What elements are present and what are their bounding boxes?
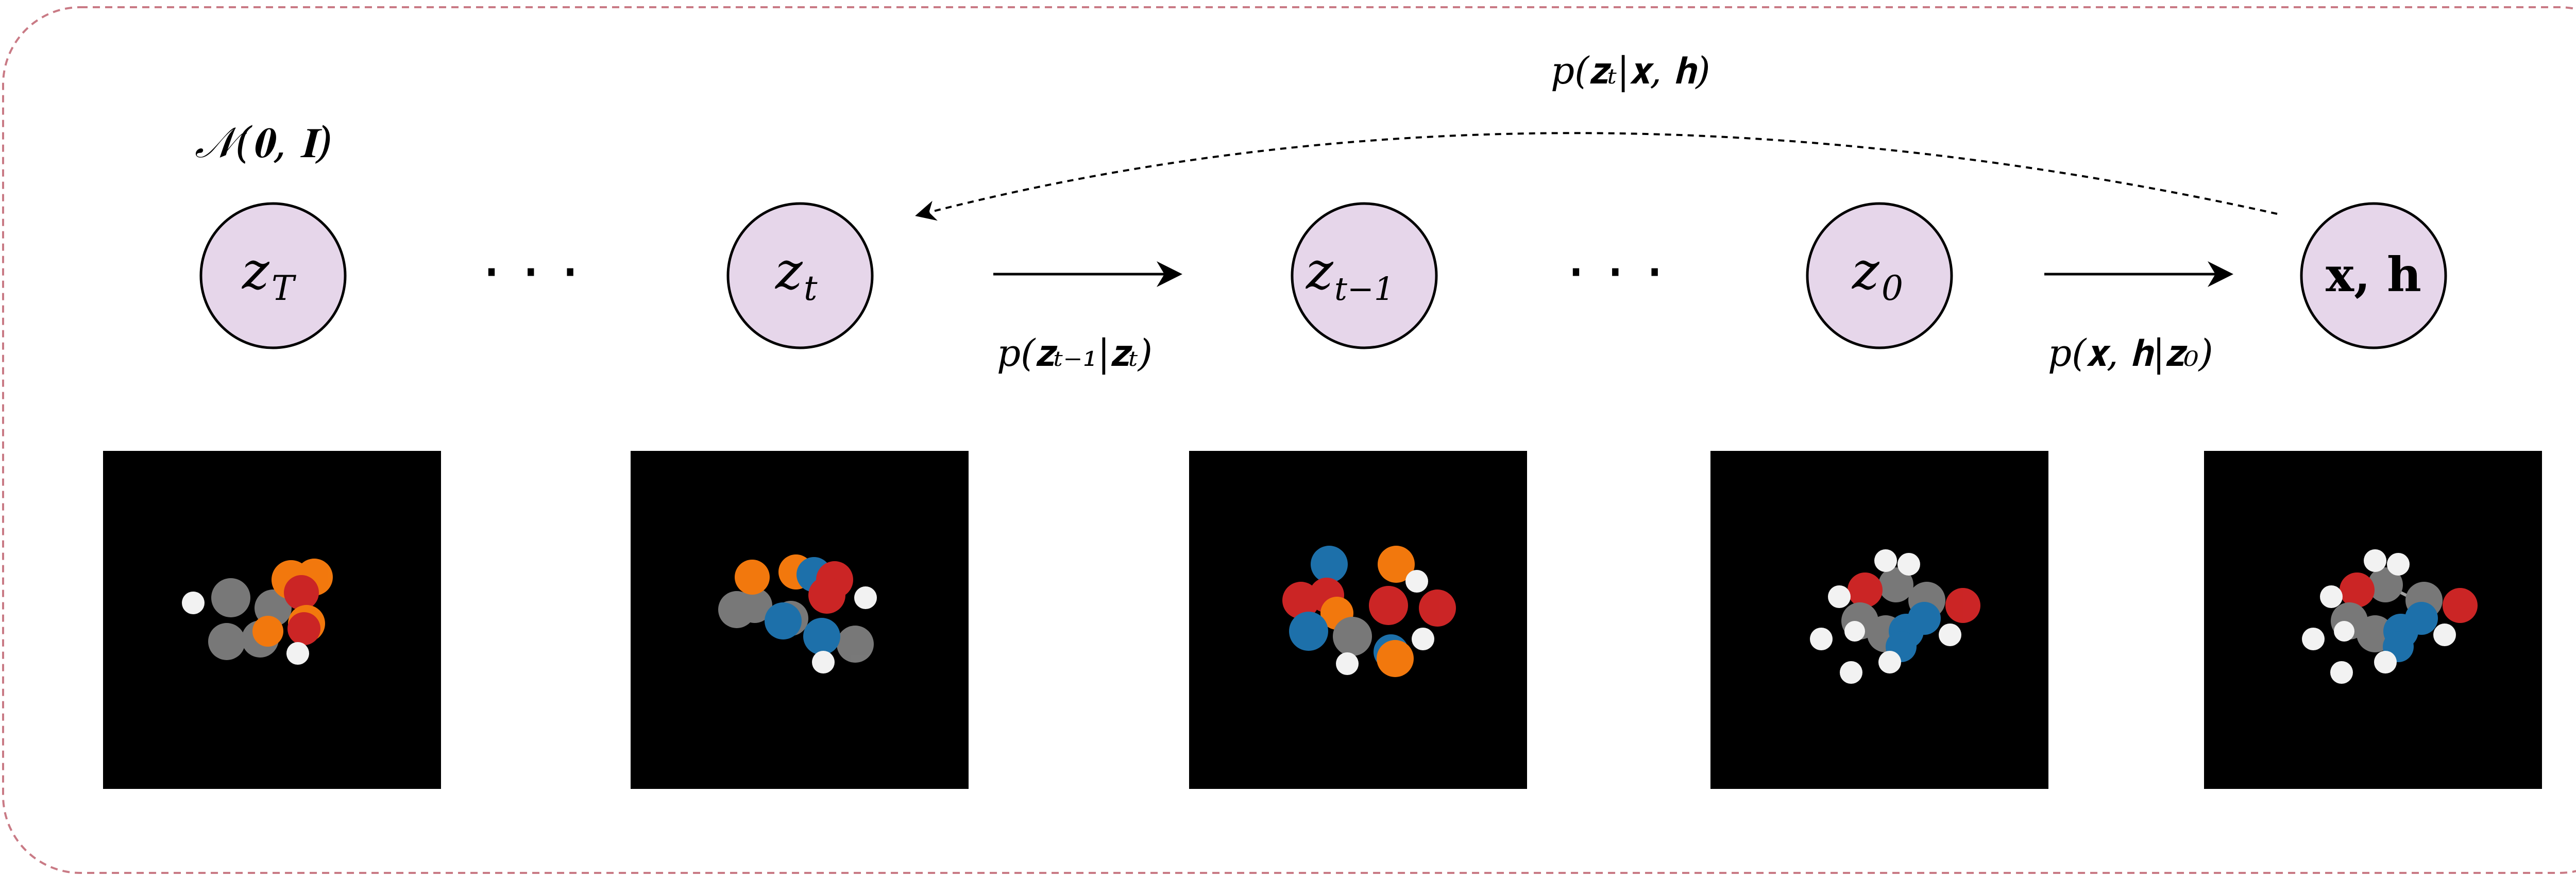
node-label: x, h (2326, 247, 2421, 302)
atom (1333, 617, 1372, 656)
atom (1844, 621, 1865, 642)
node-zt: z t (726, 202, 874, 349)
node-circle (199, 202, 347, 349)
atom (1840, 661, 1862, 684)
reverse-step-label: p(𝐳ₜ₋₁|𝐳ₜ) (997, 331, 1153, 375)
arrow-forward-curve (915, 132, 2278, 221)
atom (1369, 586, 1408, 625)
atom (2302, 628, 2325, 650)
atom (1828, 585, 1851, 608)
atom (765, 602, 802, 639)
atom (2364, 549, 2386, 572)
atom (2405, 602, 2438, 635)
node-circle (1291, 202, 1438, 349)
atom (1874, 549, 1897, 572)
atom (808, 577, 845, 614)
atom (2334, 621, 2354, 642)
forward-top-label: p(𝐳ₜ|𝐱, 𝐡) (1551, 49, 1710, 92)
atom (1848, 572, 1883, 608)
node-subscript: t−1 (1334, 270, 1394, 308)
atom (1878, 567, 1913, 602)
atom (2443, 588, 2478, 623)
ellipsis-right: · · · (1566, 237, 1665, 309)
atom (286, 642, 309, 665)
atom (1289, 612, 1328, 651)
atom (2374, 651, 2397, 673)
node-zt1: z t−1 (1291, 202, 1438, 349)
ellipsis-left: · · · (482, 237, 580, 309)
node-label: z (242, 241, 270, 301)
atom (1412, 628, 1434, 650)
atom (1810, 628, 1833, 650)
atom (1405, 570, 1428, 593)
outer-frame (2, 6, 2576, 874)
atom (837, 626, 874, 663)
atom (1945, 588, 1980, 623)
atom (284, 575, 319, 610)
atom (1336, 652, 1359, 675)
node-circle (726, 202, 874, 349)
node-z0: z 0 (1806, 202, 1953, 349)
atom (287, 612, 320, 645)
atom (737, 588, 772, 623)
atom (1419, 589, 1456, 627)
atom (211, 578, 250, 617)
atom (803, 618, 840, 655)
node-label: z (1306, 241, 1334, 301)
atom (735, 560, 770, 595)
atom (1377, 640, 1414, 677)
atom (854, 586, 877, 609)
atom (1939, 624, 1961, 646)
atom (1897, 553, 1920, 576)
atom (182, 592, 205, 614)
decode-step-label: p(𝐱, 𝐡|𝐳₀) (2048, 331, 2213, 375)
node-circle (2300, 202, 2447, 349)
node-subscript: T (272, 268, 297, 308)
atom (2368, 567, 2403, 602)
molecule-xh (2302, 549, 2478, 684)
atom (1378, 546, 1415, 583)
atom (1878, 651, 1901, 673)
molecule-zt1 (1282, 546, 1456, 677)
atom (208, 623, 245, 660)
node-label: z (775, 241, 803, 301)
atom (2433, 624, 2456, 646)
atom (2340, 572, 2375, 608)
node-subscript: t (804, 268, 818, 308)
atom (1908, 602, 1941, 635)
prior-label: 𝒩(𝟎, 𝐈) (195, 119, 332, 167)
atom (1311, 546, 1348, 583)
node-xh: x, h (2300, 202, 2447, 349)
node-circle (1806, 202, 1953, 349)
molecule-zt (718, 554, 877, 673)
atom (2320, 585, 2343, 608)
node-subscript: 0 (1882, 268, 1903, 308)
molecule-zT (182, 559, 333, 665)
atom (812, 651, 835, 673)
atom (252, 616, 283, 647)
atom (2330, 661, 2353, 684)
atom (2387, 553, 2410, 576)
molecule-z0 (1810, 549, 1980, 684)
node-zT: z T (199, 202, 347, 349)
node-label: z (1852, 241, 1880, 301)
